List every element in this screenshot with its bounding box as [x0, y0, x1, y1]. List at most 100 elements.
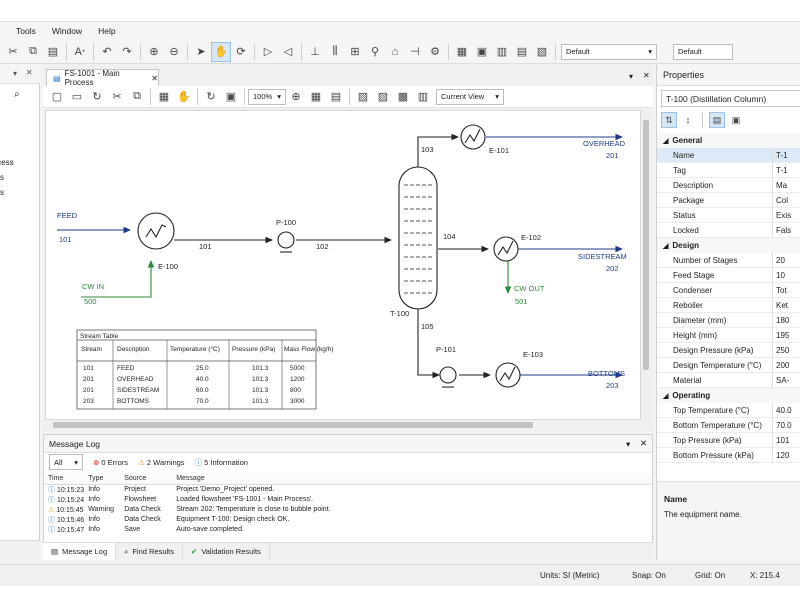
property-category[interactable]: ◢General: [657, 133, 800, 148]
errors-filter[interactable]: ⊗ 0 Errors: [93, 457, 129, 467]
connect-icon[interactable]: ⚲: [370, 46, 380, 58]
arrange-icon[interactable]: ▤: [516, 46, 528, 58]
property-value[interactable]: 101: [776, 435, 790, 445]
property-value[interactable]: 195: [776, 330, 790, 340]
font-icon[interactable]: A+: [74, 45, 86, 58]
mirror-icon[interactable]: ▷: [263, 46, 273, 58]
group-icon[interactable]: ⊞: [350, 46, 360, 58]
insert-icon[interactable]: ⊣: [410, 46, 420, 58]
property-value[interactable]: 200: [776, 360, 790, 370]
close-icon[interactable]: ✕: [151, 73, 158, 83]
table2-icon[interactable]: ▤: [330, 91, 342, 103]
close-icon[interactable]: ✕: [26, 68, 33, 77]
align-right-icon[interactable]: ▩: [397, 91, 409, 103]
property-value[interactable]: 70.0: [776, 420, 792, 430]
property-value[interactable]: Ma: [776, 180, 788, 190]
property-category[interactable]: ◢Design: [657, 238, 800, 253]
property-value[interactable]: 10: [776, 270, 785, 280]
property-value[interactable]: Ket: [776, 300, 789, 310]
pan-hand-icon[interactable]: ✋: [177, 91, 191, 103]
property-value[interactable]: SA-: [776, 375, 790, 385]
property-value[interactable]: Fals: [776, 225, 792, 235]
tree-item[interactable]: s: [0, 173, 4, 182]
align-left-icon[interactable]: ▧: [357, 91, 369, 103]
property-value[interactable]: 180: [776, 315, 790, 325]
sort-alpha-icon[interactable]: ↕: [685, 115, 691, 125]
vertical-scrollbar[interactable]: [641, 110, 651, 420]
sort-categorized-icon[interactable]: ⇅: [661, 112, 677, 128]
search-icon[interactable]: ⌕: [14, 89, 20, 100]
property-value[interactable]: Tot: [776, 285, 787, 295]
property-value[interactable]: Exis: [776, 210, 792, 220]
copy-icon[interactable]: ⧉: [133, 90, 141, 102]
warnings-filter[interactable]: ⚠ 2 Warnings: [138, 457, 185, 467]
arrange-icon[interactable]: ▥: [417, 91, 429, 103]
style-combo[interactable]: Default▾: [561, 43, 657, 60]
chevron-down-icon[interactable]: ▾: [13, 69, 18, 78]
layer-icon[interactable]: ▥: [496, 46, 508, 58]
zoom-out-icon[interactable]: ⊖: [169, 46, 179, 58]
pan-hand-icon[interactable]: ✋: [211, 41, 231, 62]
info-filter[interactable]: ⓘ 5 Information: [194, 457, 248, 467]
property-value[interactable]: 120: [776, 450, 790, 460]
tree-item[interactable]: rocess: [0, 158, 14, 167]
layout-icon[interactable]: ▧: [536, 46, 548, 58]
properties-icon[interactable]: ▤: [709, 112, 725, 128]
property-value[interactable]: Col: [776, 195, 789, 205]
property-row[interactable]: Design Temperature (°C)200: [657, 358, 800, 373]
align-icon[interactable]: ⊥: [310, 46, 320, 58]
flip-icon[interactable]: ◁: [283, 46, 293, 58]
collapse-icon[interactable]: ◢: [663, 137, 669, 145]
close-icon[interactable]: ✕: [643, 71, 650, 80]
property-value[interactable]: T-1: [776, 165, 788, 175]
property-row[interactable]: Height (mm)195: [657, 328, 800, 343]
events-icon[interactable]: ▣: [731, 114, 741, 125]
redo-icon[interactable]: ↷: [122, 46, 132, 58]
zoom-in-icon[interactable]: ⊕: [149, 46, 159, 58]
horizontal-scrollbar[interactable]: [45, 420, 641, 430]
property-value[interactable]: T-1: [776, 150, 788, 160]
chevron-down-icon[interactable]: ▾: [626, 439, 631, 449]
property-category[interactable]: ◢Operating: [657, 388, 800, 403]
message-filter-combo[interactable]: All▾: [49, 454, 83, 470]
label-icon[interactable]: ⌂: [391, 45, 399, 58]
tab-find-results[interactable]: ⌕Find Results: [116, 543, 184, 560]
property-row[interactable]: Design Pressure (kPa)250: [657, 343, 800, 358]
zoom-in-icon[interactable]: ⊕: [291, 91, 301, 103]
tool-icon[interactable]: ⚙: [430, 46, 440, 58]
property-row[interactable]: Bottom Pressure (kPa)120: [657, 448, 800, 463]
status-grid[interactable]: Grid: On: [695, 571, 726, 580]
menu-window[interactable]: Window: [51, 26, 83, 36]
flowsheet-canvas[interactable]: FEED 101 E-100 101 P-100 102 CW IN 500 1…: [45, 110, 641, 420]
close-icon[interactable]: ✕: [640, 438, 648, 448]
property-value[interactable]: 20: [776, 255, 785, 265]
fit-icon[interactable]: ▣: [225, 91, 237, 103]
pointer-icon[interactable]: ➤: [196, 46, 206, 58]
collapse-icon[interactable]: ◢: [663, 392, 669, 400]
zoom-combo[interactable]: 100%▾: [248, 88, 286, 105]
collapse-icon[interactable]: ◢: [663, 242, 669, 250]
table-icon[interactable]: ▦: [310, 91, 322, 103]
property-row[interactable]: Bottom Temperature (°C)70.0: [657, 418, 800, 433]
chevron-down-icon[interactable]: ▾: [629, 72, 634, 81]
grid-icon[interactable]: ▦: [456, 46, 468, 58]
paste-icon[interactable]: ▤: [47, 46, 59, 58]
cut-icon[interactable]: ✂: [8, 46, 18, 58]
menu-tools[interactable]: Tools: [16, 26, 36, 36]
rotate-icon[interactable]: ↻: [206, 91, 216, 103]
grid-icon[interactable]: ▦: [158, 91, 170, 103]
tab-main-process[interactable]: ▤ FS-1001 - Main Process ✕: [46, 69, 159, 87]
